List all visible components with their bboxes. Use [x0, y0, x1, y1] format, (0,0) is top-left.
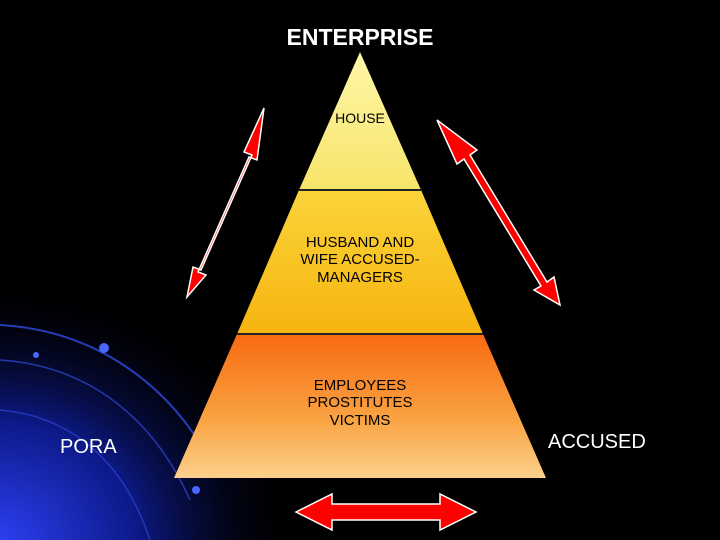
tier-top-label: HOUSE — [335, 110, 385, 126]
bottom-double-arrow — [294, 492, 478, 532]
left-label: PORA — [60, 436, 117, 458]
diagram-title: ENTERPRISE — [286, 24, 434, 50]
tier-bottom-line: EMPLOYEES — [313, 377, 407, 394]
left-double-arrow — [185, 107, 265, 300]
tier-bottom-line: PROSTITUTES — [307, 394, 413, 412]
tier-middle-label: HUSBAND AND WIFE ACCUSED- MANAGERS — [270, 234, 450, 286]
tier-middle-line: MANAGERS — [317, 268, 403, 286]
pyramid-tier-bottom — [174, 334, 546, 478]
tier-bottom-line: VICTIMS — [329, 411, 391, 429]
background-dot — [99, 343, 109, 353]
background-dot — [192, 486, 200, 494]
pyramid-tier-middle — [237, 190, 483, 334]
right-label: ACCUSED — [548, 431, 646, 453]
background-swoosh — [0, 359, 191, 501]
tier-bottom-label: EMPLOYEES PROSTITUTES VICTIMS — [270, 377, 450, 429]
pyramid-tier-top — [299, 52, 421, 190]
right-double-arrow — [436, 119, 562, 307]
background-dot — [33, 352, 39, 358]
background-swoosh — [0, 409, 151, 540]
tier-middle-line: HUSBAND AND — [305, 234, 415, 251]
tier-middle-line: WIFE ACCUSED- — [300, 251, 420, 269]
